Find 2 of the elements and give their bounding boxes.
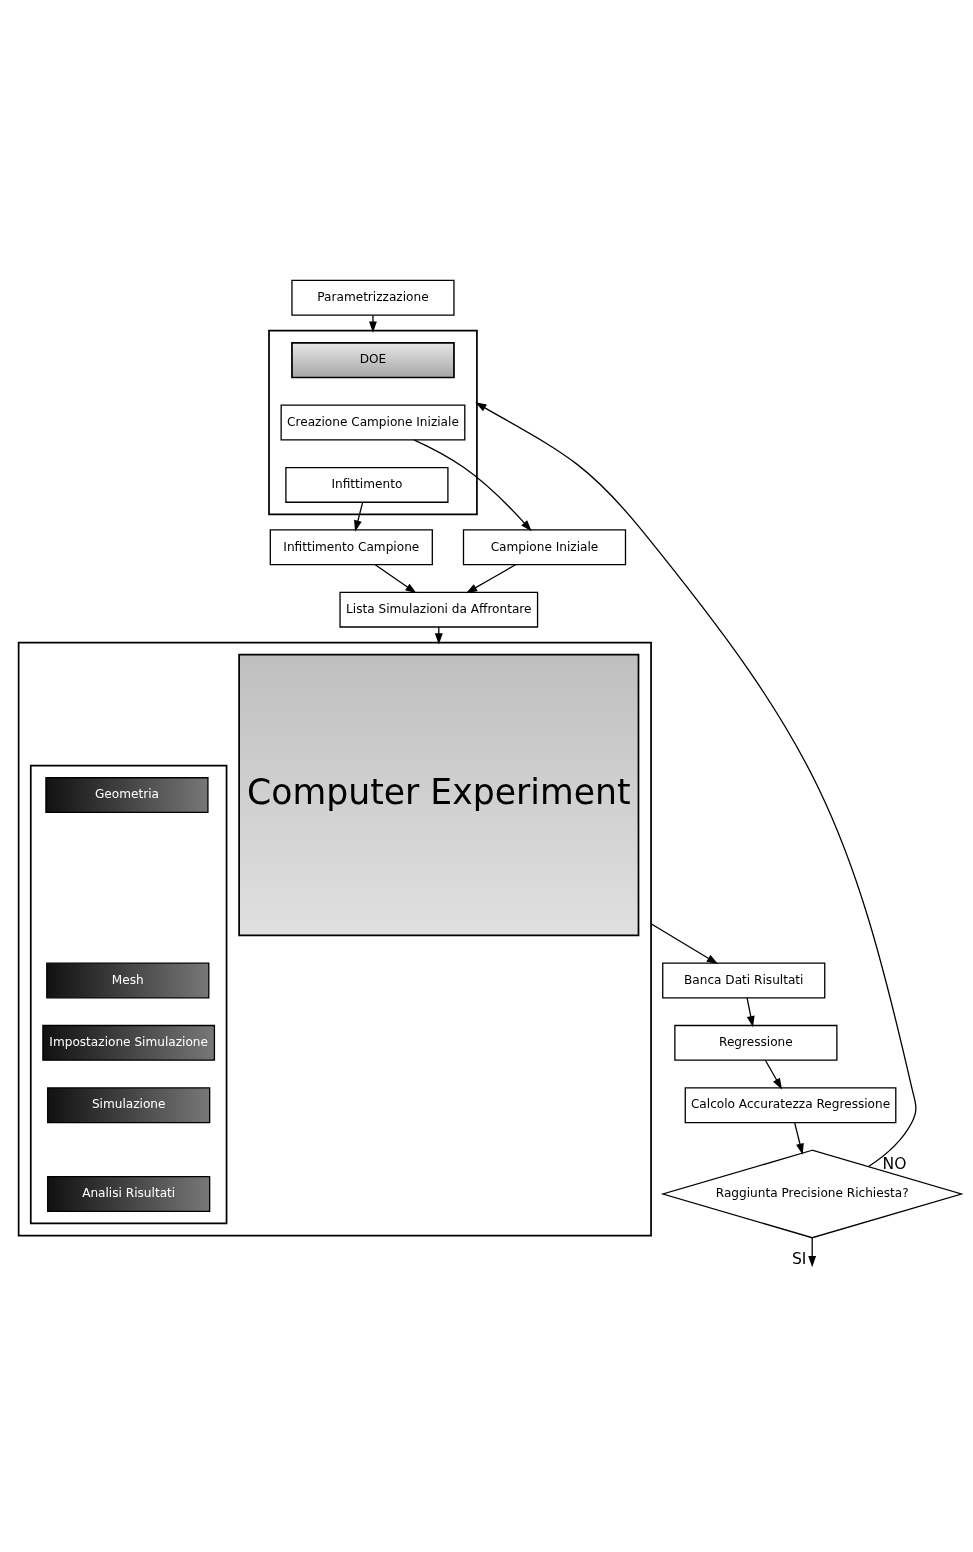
edge-label: SI: [791, 1250, 807, 1269]
edge-label: NO: [882, 1154, 907, 1173]
